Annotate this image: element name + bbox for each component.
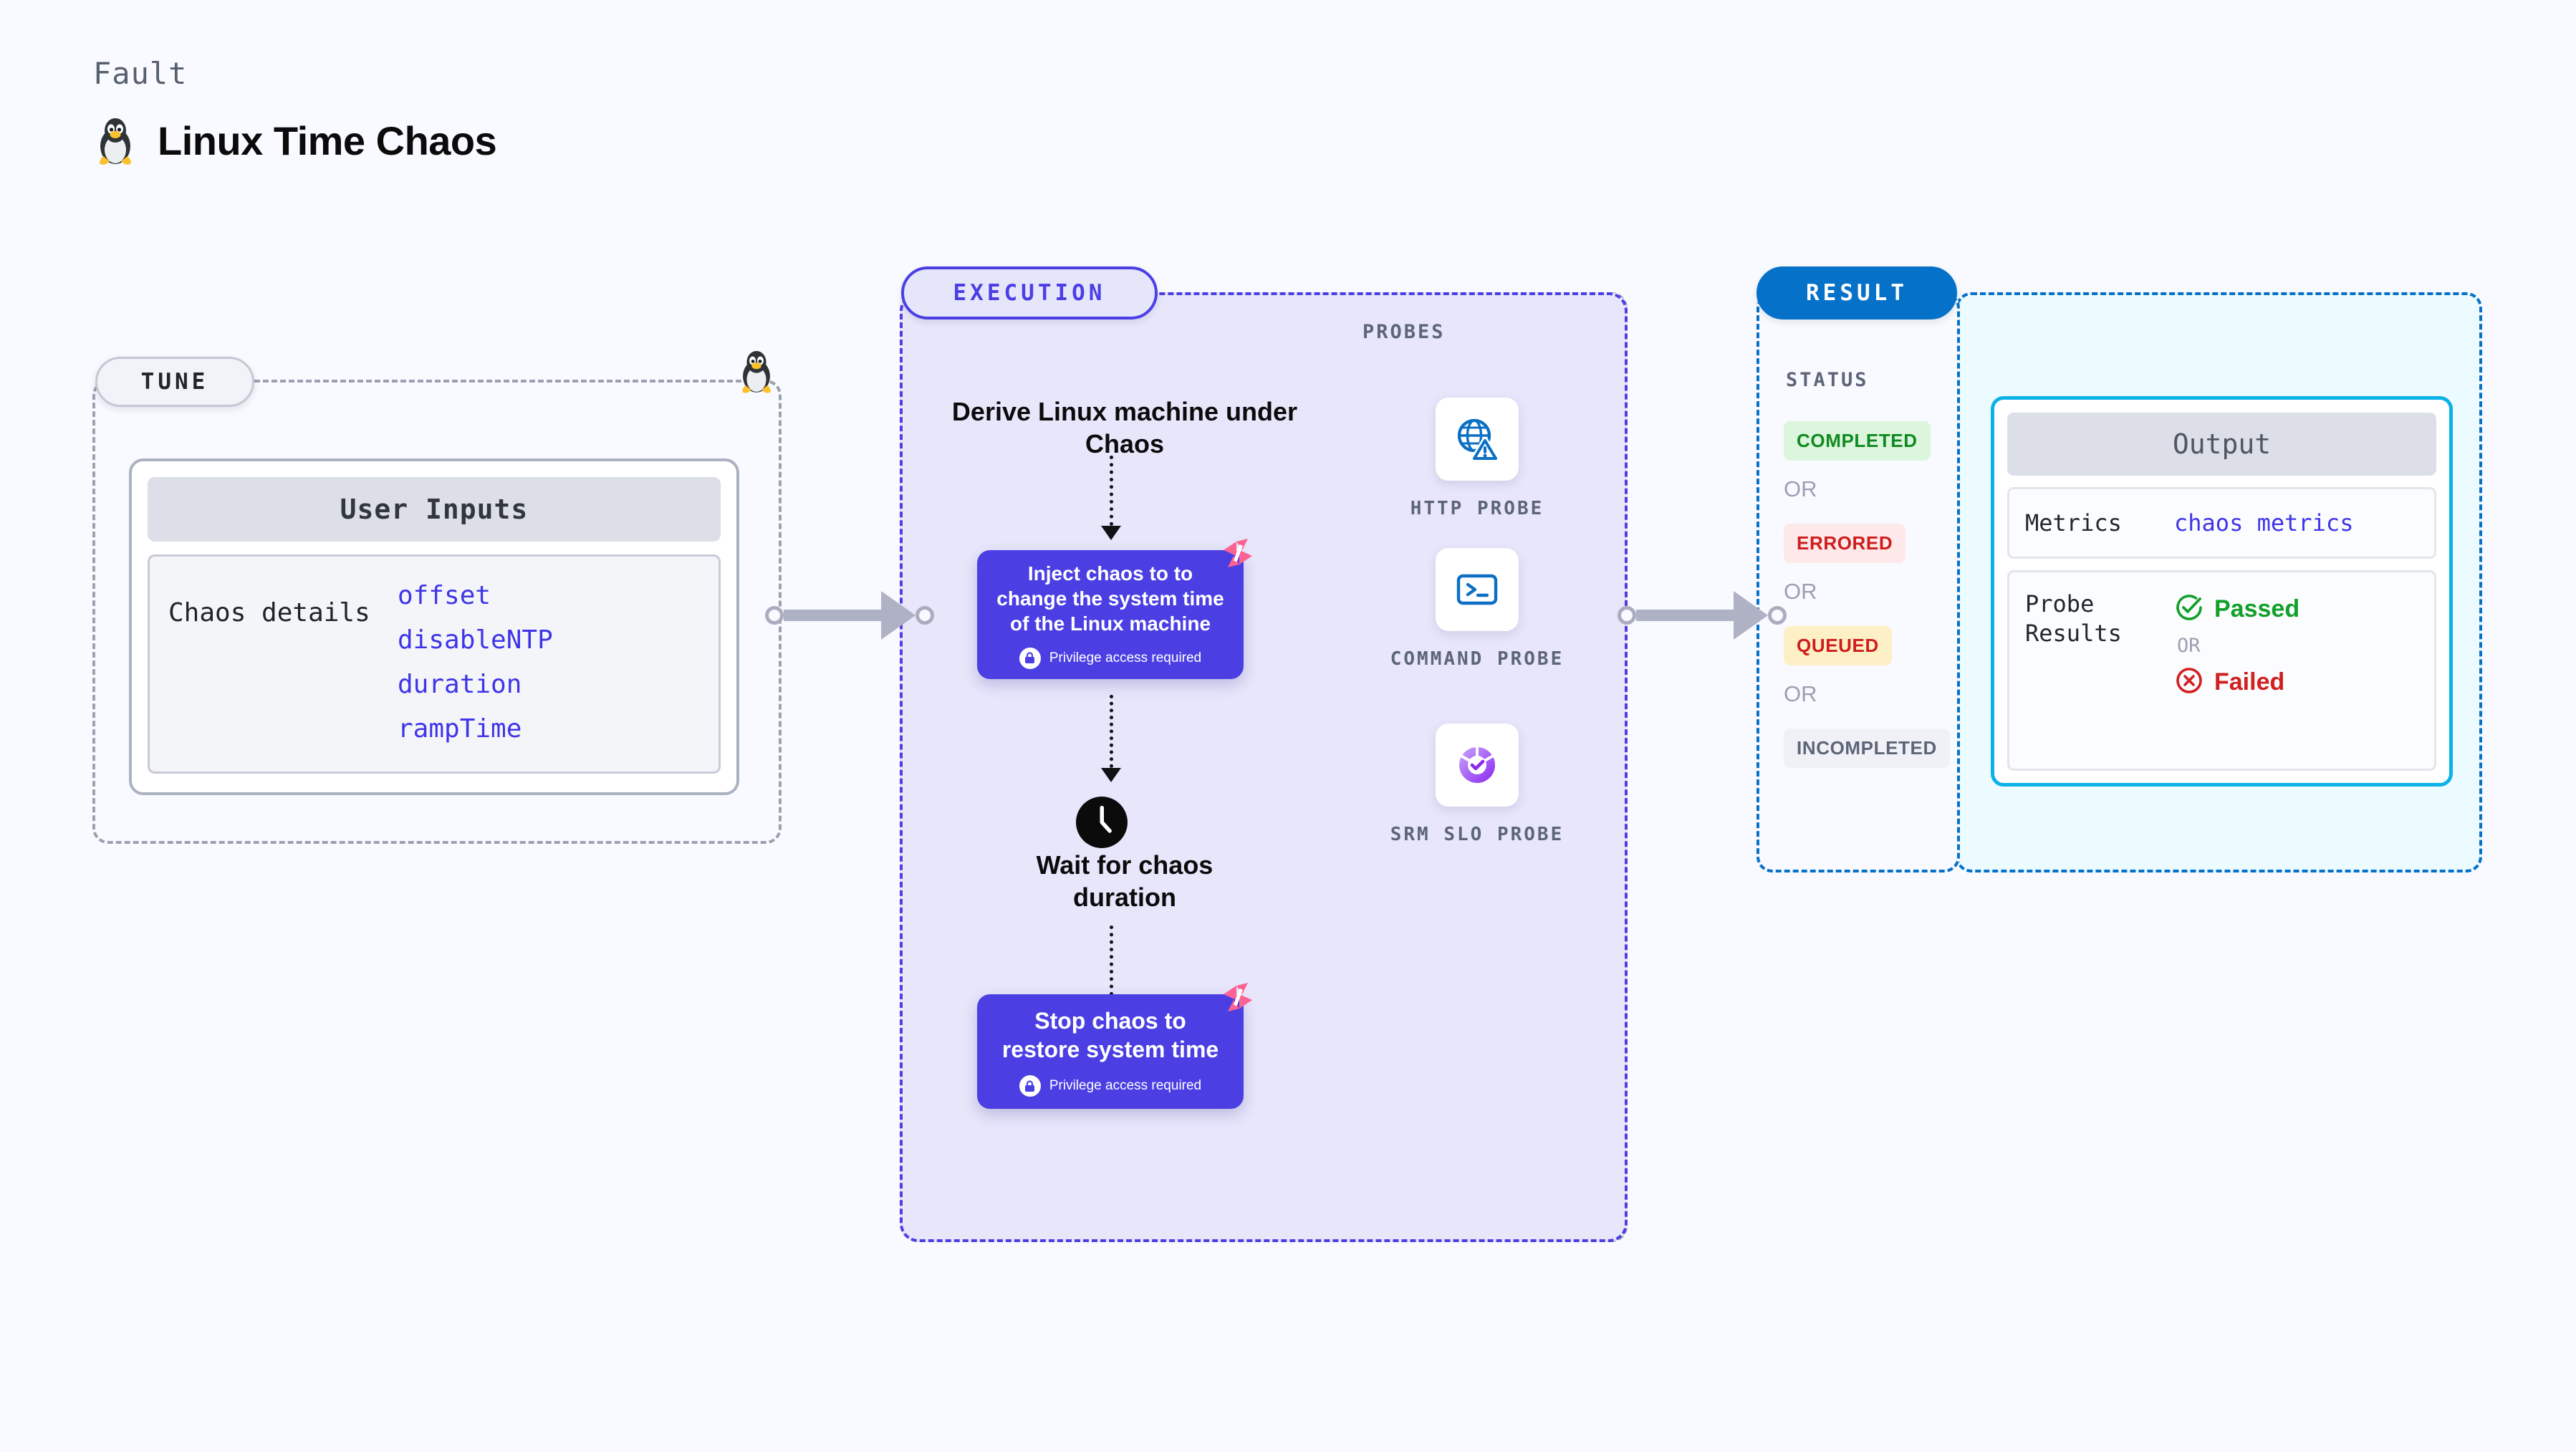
status-or-2: OR xyxy=(1784,579,1817,604)
param-duration[interactable]: duration xyxy=(398,670,522,699)
param-ramptime[interactable]: rampTime xyxy=(398,714,522,744)
output-row-probe-results: Probe Results Passed OR xyxy=(2007,570,2436,771)
probe-result-failed-label: Failed xyxy=(2214,668,2285,696)
page-title-row: Linux Time Chaos xyxy=(93,115,497,166)
status-or-3: OR xyxy=(1784,681,1817,706)
probe-result-failed: Failed xyxy=(2174,665,2299,699)
tune-to-execution-connector xyxy=(765,591,934,640)
linux-penguin-icon xyxy=(93,115,138,166)
check-circle-icon xyxy=(2174,592,2204,626)
lock-icon xyxy=(1019,1075,1041,1097)
status-label: STATUS xyxy=(1786,369,1869,391)
probe-results-key: Probe Results xyxy=(2025,590,2122,647)
status-or-1: OR xyxy=(1784,476,1817,501)
status-badge-completed: COMPLETED xyxy=(1784,421,1931,461)
x-circle-icon xyxy=(2174,665,2204,699)
tune-edge-penguin-icon xyxy=(736,347,777,398)
tune-pill[interactable]: TUNE xyxy=(95,357,254,407)
privilege-note-text: Privilege access required xyxy=(1049,650,1202,665)
wait-for-chaos-title: Wait for chaos duration xyxy=(1036,850,1213,912)
inject-chaos-label: Inject chaos to to change the system tim… xyxy=(996,562,1224,635)
connector-end-dot xyxy=(1768,606,1787,625)
probe-result-or: OR xyxy=(2177,635,2201,657)
output-row-metrics: Metrics chaos metrics xyxy=(2007,487,2436,559)
harness-logo-icon xyxy=(1219,979,1256,1019)
probe-command[interactable]: COMMAND PROBE xyxy=(1388,548,1567,672)
output-panel: Output Metrics chaos metrics Probe Resul… xyxy=(1991,396,2453,787)
stop-chaos-label: Stop chaos to restore system time xyxy=(1001,1008,1219,1062)
param-disablentp[interactable]: disableNTP xyxy=(398,625,553,655)
connector-end-dot xyxy=(915,606,934,625)
user-inputs-header: User Inputs xyxy=(148,477,721,542)
stop-chaos-card[interactable]: Stop chaos to restore system time Privil… xyxy=(977,983,1252,1109)
user-inputs-card: User Inputs Chaos details offset disable… xyxy=(129,458,739,795)
status-badge-incompleted: INCOMPLETED xyxy=(1784,729,1950,768)
page-kicker: Fault xyxy=(93,56,188,91)
probe-result-passed-label: Passed xyxy=(2214,595,2300,622)
clock-icon xyxy=(1075,795,1129,850)
harness-logo-icon xyxy=(1219,534,1256,575)
connector-start-dot xyxy=(765,606,784,625)
probe-srm-slo[interactable]: SRM SLO PROBE xyxy=(1388,723,1567,847)
probe-http-label: HTTP PROBE xyxy=(1410,498,1544,519)
output-header: Output xyxy=(2007,413,2436,476)
connector-arrowhead xyxy=(1734,591,1768,640)
status-badge-errored: ERRORED xyxy=(1784,524,1906,563)
result-pill[interactable]: RESULT xyxy=(1756,266,1957,319)
flow-arrow-1 xyxy=(1101,456,1121,540)
page-title: Linux Time Chaos xyxy=(158,117,497,163)
connector-arrowhead xyxy=(881,591,915,640)
probe-results-values: Passed OR Failed xyxy=(2174,590,2299,751)
probes-label: PROBES xyxy=(1363,321,1446,343)
param-offset[interactable]: offset xyxy=(398,581,491,610)
chaos-details-params: offset disableNTP duration rampTime xyxy=(398,581,553,747)
result-zone xyxy=(1756,292,1960,872)
connector-shaft xyxy=(784,610,883,621)
probe-result-passed: Passed xyxy=(2174,592,2299,626)
connector-shaft xyxy=(1636,610,1735,621)
metrics-key: Metrics xyxy=(2025,509,2122,537)
inject-chaos-card[interactable]: Inject chaos to to change the system tim… xyxy=(977,539,1252,679)
probe-http[interactable]: HTTP PROBE xyxy=(1388,398,1567,521)
derive-linux-machine-title: Derive Linux machine under Chaos xyxy=(951,397,1298,458)
flow-arrow-2 xyxy=(1101,695,1121,782)
metrics-value[interactable]: chaos metrics xyxy=(2174,509,2354,537)
slo-donut-check-icon xyxy=(1436,723,1519,807)
globe-warning-icon xyxy=(1436,398,1519,481)
terminal-prompt-icon xyxy=(1436,548,1519,631)
privilege-note: Privilege access required xyxy=(1019,1075,1201,1097)
execution-pill[interactable]: EXECUTION xyxy=(901,266,1158,319)
lock-icon xyxy=(1019,647,1041,669)
status-badge-queued: QUEUED xyxy=(1784,626,1892,665)
privilege-note: Privilege access required xyxy=(1019,647,1202,669)
privilege-note-text: Privilege access required xyxy=(1049,1078,1202,1093)
chaos-details-label: Chaos details xyxy=(168,598,370,628)
probe-command-label: COMMAND PROBE xyxy=(1390,648,1565,670)
connector-start-dot xyxy=(1618,606,1636,625)
probe-srm-slo-label: SRM SLO PROBE xyxy=(1390,824,1565,845)
chaos-details-row: Chaos details offset disableNTP duration… xyxy=(148,554,721,774)
execution-to-result-connector xyxy=(1618,591,1787,640)
